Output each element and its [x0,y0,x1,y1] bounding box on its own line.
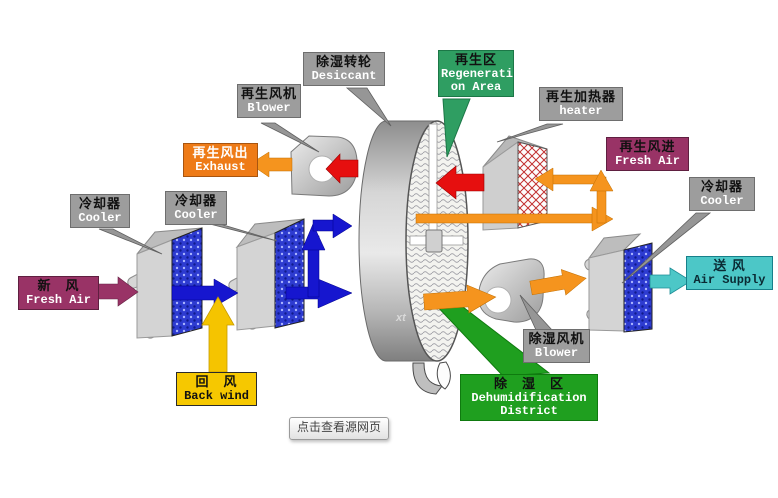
blue-arrowhead-up [301,223,326,251]
regen-exhaust-red-arrow [325,153,359,184]
label-cooler-left-1: 冷却器 Cooler [70,194,130,228]
label-exhaust: 再生风出 Exhaust [183,143,258,177]
cooler-box-2 [228,218,305,331]
pointer-heater [496,123,564,143]
blower-to-exhaust-arrow [249,151,293,178]
label-fresh-air-cn: 新 风 [37,278,80,293]
regeneration-heater [482,135,548,231]
label-cooler-left1-cn: 冷却器 [78,196,121,211]
air-supply-arrow [649,267,692,295]
regen-inlet-duct-bottom [415,213,595,224]
water-drop-curl-icon [412,361,451,395]
wheel-hub [425,229,443,253]
label-cooler-left2-cn: 冷却器 [174,193,217,208]
label-heater-cn: 再生加热器 [545,89,616,104]
label-fresh-air: 新 风 Fresh Air [18,276,99,310]
regen-inlet-arrowhead-up [589,169,614,192]
label-cooler-right-en: Cooler [700,193,744,208]
label-regen-area-en2: on Area [450,79,502,94]
regen-inlet-arrowhead-into-heater [534,167,554,192]
label-back-wind-cn: 回 风 [195,374,238,389]
blue-duct-top [312,219,335,232]
label-regeneration-area: 再生区 Regenerati on Area [438,50,514,98]
label-regen-area-en1: Regenerati [441,66,514,81]
heater-to-wheel-red-arrow [435,165,485,200]
desiccant-wheel [358,120,469,362]
pointer-desiccant [345,87,392,127]
red-arrows [325,153,485,200]
dehumid-blower-to-cooler-arrow [529,269,587,296]
orange-arrows [249,151,614,314]
watermark-text: xt [396,312,406,324]
label-fresh-air-en: Fresh Air [26,292,91,307]
back-wind-arrow [201,296,235,373]
label-heater: 再生加热器 heater [539,87,623,121]
label-back-wind-en: Back wind [184,388,249,403]
label-heater-en: heater [559,103,603,118]
pointer-regeneration-area [442,98,471,158]
pointer-cooler-right [621,212,712,284]
label-regen-blower-en: Blower [247,100,291,115]
label-cooler-left1-en: Cooler [78,210,122,225]
cooler1-to-cooler2-arrow [171,278,239,308]
label-regen-fresh-en: Fresh Air [615,153,680,168]
label-dehumid-blower-cn: 除湿风机 [528,331,585,346]
label-dehumid-area-en1: Dehumidification [471,390,587,405]
label-dehumid-area-en2: District [500,403,558,418]
label-dehumid-blower-en: Blower [534,345,579,360]
label-exhaust-cn: 再生风出 [192,145,249,160]
label-cooler-left-2: 冷却器 Cooler [165,191,227,225]
pointer-cooler-left1 [98,228,163,255]
cooler-box-1 [127,227,203,339]
blue-arrowhead-into-wheel-top [332,213,353,239]
label-regen-fresh-air: 再生风进 Fresh Air [606,137,689,171]
label-cooler-right: 冷却器 Cooler [689,177,755,211]
label-pointers [98,87,712,331]
label-desiccant-cn: 除湿转轮 [315,54,372,69]
regeneration-blower [290,135,358,197]
label-air-supply-cn: 送 风 [713,258,746,273]
label-air-supply: 送 风 Air Supply [686,256,773,290]
label-regen-blower-cn: 再生风机 [240,86,297,101]
label-cooler-right-cn: 冷却器 [700,179,743,194]
label-desiccant-en: Desiccant [311,68,377,83]
label-back-wind: 回 风 Back wind [176,372,257,406]
fresh-air-inlet-arrow [95,276,139,307]
label-regen-area-cn: 再生区 [454,52,497,67]
wheel-to-dehumid-blower-arrow [423,284,497,314]
label-dehumidification-district: 除 湿 区 Dehumidification District [460,374,598,422]
label-exhaust-en: Exhaust [195,159,246,174]
label-dehumid-blower: 除湿风机 Blower [523,329,590,363]
label-regen-fresh-cn: 再生风进 [619,139,676,154]
pointer-regen-blower [260,122,320,153]
label-desiccant-wheel: 除湿转轮 Desiccant [303,52,385,86]
cooler-box-3 [584,233,653,333]
view-source-page-button[interactable]: 点击查看源网页 [289,417,390,440]
blue-arrows [171,213,353,309]
label-air-supply-en: Air Supply [693,272,766,287]
label-dehumid-area-cn: 除 湿 区 [493,376,564,391]
label-cooler-left2-en: Cooler [174,207,218,222]
label-regen-blower: 再生风机 Blower [237,84,301,118]
